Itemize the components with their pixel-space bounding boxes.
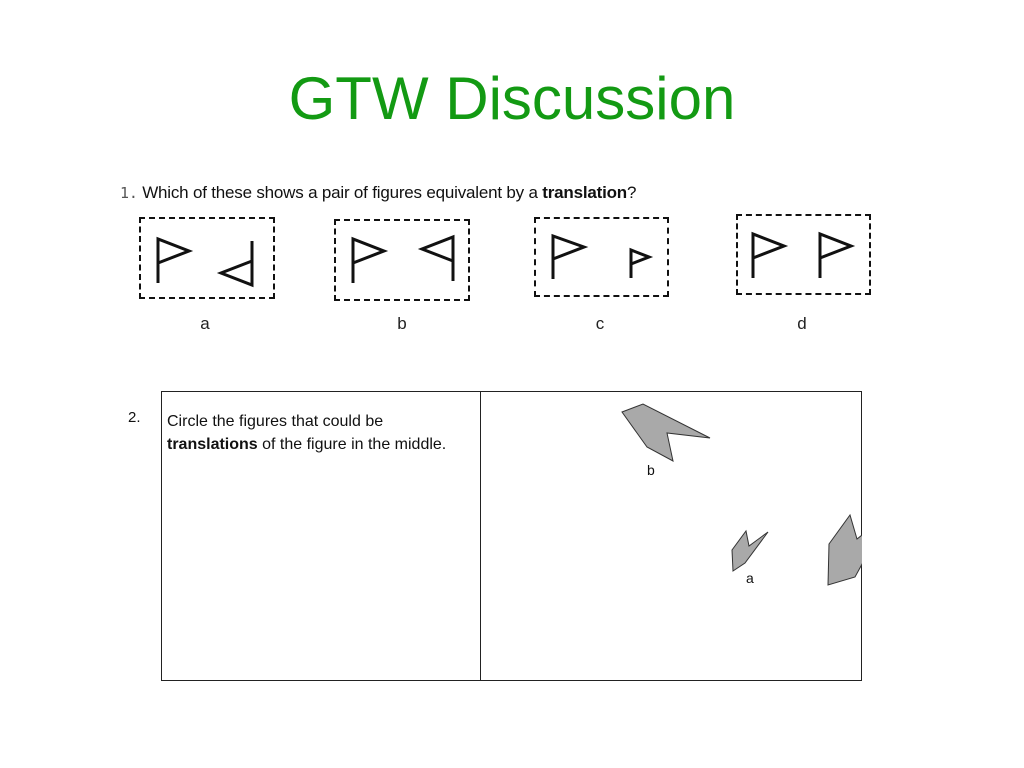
shape-a [731,529,769,572]
flag-pair-d-icon [751,231,856,278]
question-1-number: 1. [120,184,138,202]
option-d-figure [736,214,871,295]
flag-pair-a-icon [156,236,254,288]
flag-pair-c-icon [551,233,654,279]
option-b-figure [334,219,470,301]
flag-pair-b-icon [351,234,455,283]
question-1-text: Which of these shows a pair of figures e… [142,183,543,202]
option-a-figure [139,217,275,299]
option-b-label: b [397,314,407,333]
option-c-label: c [595,314,605,333]
question-2-table: Circle the figures that could be transla… [161,391,862,681]
option-d-label: d [797,314,807,333]
slide-title: GTW Discussion [288,65,736,132]
question-2-number: 2. [128,409,141,426]
shape-b [621,403,711,462]
question-2-keyword: translations [167,436,258,453]
question-1-end: ? [626,183,637,202]
option-a-label: a [200,314,210,333]
option-c-figure [534,217,669,297]
translation-figures: b c a d [621,403,862,586]
question-1-prompt: 1. Which of these shows a pair of figure… [120,182,636,204]
shape-a-label: a [746,570,754,586]
question-2-text-end: of the figure in the middle. [257,436,447,453]
table-divider [480,392,481,680]
shape-middle [827,513,862,586]
question-1-keyword: translation [542,183,627,202]
shape-b-label: b [647,462,655,478]
question-2-text: Circle the figures that could be [167,413,384,430]
question-2-prompt: Circle the figures that could be transla… [167,410,472,456]
